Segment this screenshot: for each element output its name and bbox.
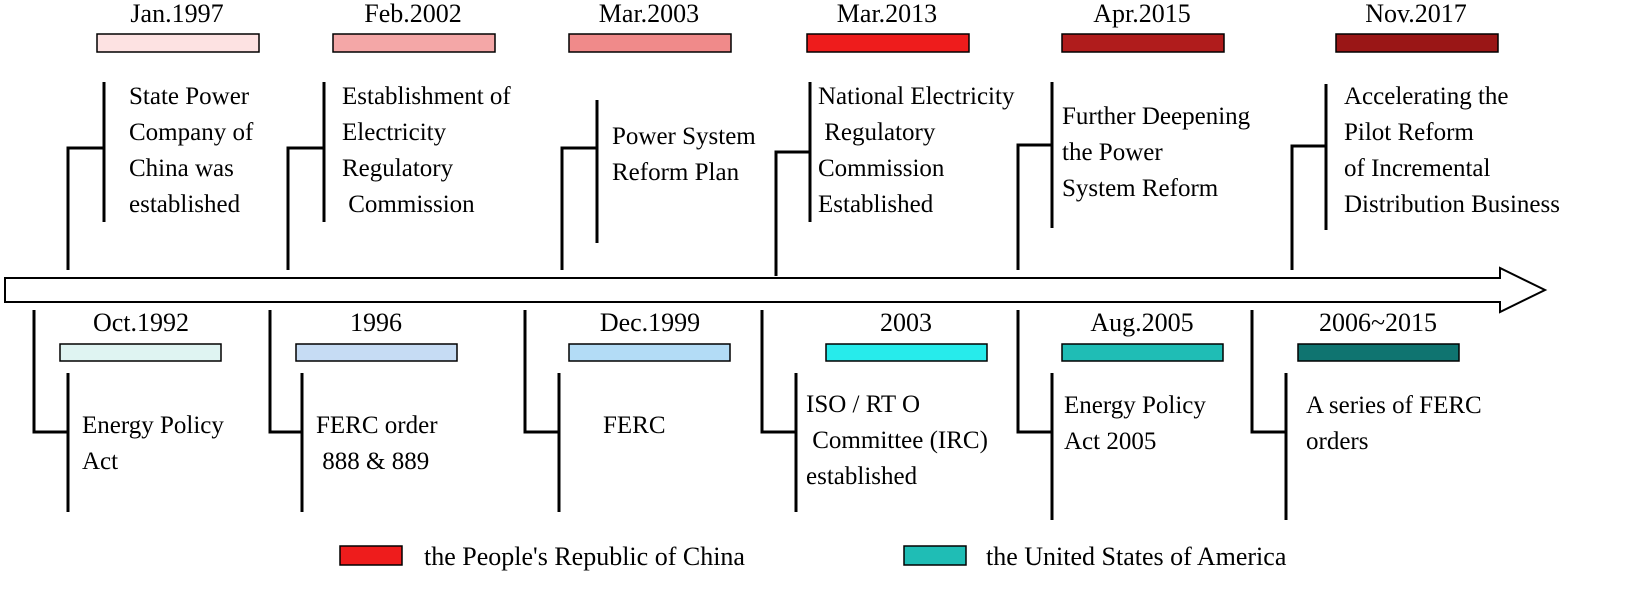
china-event-4: Mar.2013 National Electricity Regulatory… [774,0,1021,276]
event-description: Power System Reform Plan [612,123,762,186]
event-connector [286,82,326,270]
china-event-2: Feb.2002 Establishment of Electricity Re… [286,0,517,270]
event-connector [32,310,70,512]
event-date: Dec.1999 [600,308,700,337]
event-connector [1290,84,1328,270]
event-color-bar [59,343,222,362]
china-event-3: Mar.2003 Power System Reform Plan [560,0,762,270]
china-event-6: Nov.2017 Accelerating the Pilot Reform o… [1290,0,1560,270]
usa-event-5: Aug.2005 Energy Policy Act 2005 [1016,308,1224,520]
usa-event-1: Oct.1992 Energy Policy Act [32,308,230,512]
event-connector [66,82,106,270]
china-event-5: Apr.2015 Further Deepening the Power Sys… [1016,0,1256,270]
event-color-bar [96,33,260,53]
event-connector [760,310,798,512]
event-date: Apr.2015 [1093,0,1191,28]
event-description: State Power Company of China was establi… [129,83,260,218]
event-connector [1250,310,1288,520]
legend-label: the United States of America [986,542,1287,571]
event-date: Mar.2013 [837,0,937,28]
china-event-1: Jan.1997 State Power Company of China wa… [66,0,260,270]
event-date: Feb.2002 [364,0,462,28]
event-connector [774,82,812,276]
event-description: Establishment of Electricity Regulatory … [342,83,517,218]
legend-item-usa: the United States of America [903,542,1287,571]
event-connector [523,310,561,512]
event-color-bar [1335,33,1499,53]
usa-event-6: 2006~2015 A series of FERC orders [1250,308,1488,520]
event-color-bar [1061,343,1224,362]
legend-swatch [903,545,967,566]
event-connector [268,310,304,512]
event-date: 1996 [350,308,402,337]
event-description: Energy Policy Act [82,412,230,475]
event-description: Further Deepening the Power System Refor… [1062,103,1256,202]
event-date: Jan.1997 [130,0,223,28]
legend-label: the People's Republic of China [424,542,745,571]
timeline-arrow [4,266,1548,314]
event-color-bar [825,343,988,362]
event-description: National Electricity Regulatory Commissi… [818,83,1021,218]
event-color-bar [568,33,732,53]
event-date: Nov.2017 [1365,0,1467,28]
usa-event-3: Dec.1999 FERC [523,308,731,512]
event-color-bar [1061,33,1225,53]
event-date: 2006~2015 [1319,308,1437,337]
event-description: Energy Policy Act 2005 [1064,392,1212,455]
legend-swatch [339,545,403,566]
event-date: Aug.2005 [1090,308,1193,337]
event-connector [560,100,599,270]
event-color-bar [806,33,970,53]
event-color-bar [568,343,731,362]
event-description: FERC order 888 & 889 [316,412,444,475]
event-color-bar [295,343,458,362]
event-description: ISO / RT O Committee (IRC) established [806,391,994,490]
usa-event-4: 2003 ISO / RT O Committee (IRC) establis… [760,308,994,512]
event-date: 2003 [880,308,932,337]
event-description: A series of FERC orders [1306,392,1488,455]
event-description: Accelerating the Pilot Reform of Increme… [1344,83,1560,218]
event-date: Mar.2003 [599,0,699,28]
legend: the People's Republic of China the Unite… [339,542,1287,571]
event-color-bar [332,33,496,53]
legend-item-china: the People's Republic of China [339,542,745,571]
event-description: FERC [603,412,666,439]
event-date: Oct.1992 [93,308,189,337]
usa-event-2: 1996 FERC order 888 & 889 [268,308,458,512]
event-connector [1016,310,1054,520]
event-color-bar [1297,343,1460,362]
event-connector [1016,82,1054,270]
